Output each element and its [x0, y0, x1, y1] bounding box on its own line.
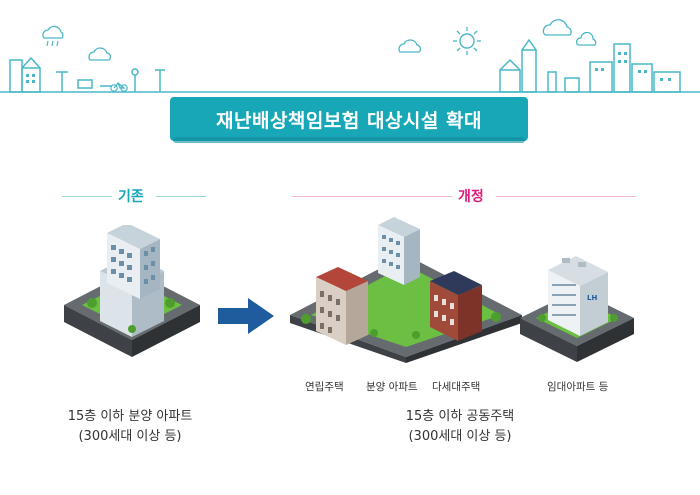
cloud-icon [88, 47, 112, 61]
caption-row-house: 연립주택 [305, 381, 344, 393]
after-housing-illustration [290, 217, 522, 363]
caption-multi-family: 다세대주택 [432, 381, 481, 393]
before-description-line2: (300세대 이상 등) [78, 429, 182, 444]
after-divider-right [496, 196, 636, 197]
before-divider-right [156, 196, 206, 197]
lh-sign: LH [587, 294, 598, 302]
after-description-line1: 15층 이하 공동주택 [405, 409, 515, 424]
caption-rental-apartment: 임대아파트 등 [547, 381, 609, 393]
title-banner [170, 97, 528, 143]
arrow-right-icon [218, 298, 274, 334]
cloud-icon [542, 19, 572, 36]
before-label: 기존 [118, 189, 144, 205]
cloud-icon [576, 32, 597, 46]
after-label: 개정 [458, 189, 484, 205]
rain-cloud-icon [42, 25, 64, 47]
before-apartment-illustration [64, 225, 200, 357]
bicycle-icon [110, 82, 128, 92]
cloud-icon [398, 39, 422, 53]
after-description-line2: (300세대 이상 등) [408, 429, 512, 444]
banner-title: 재난배상책임보험 대상시설 확대 [216, 109, 482, 132]
sun-icon [453, 27, 481, 55]
rental-apartment-illustration [520, 256, 634, 362]
before-description-line1: 15층 이하 분양 아파트 [67, 409, 193, 424]
before-divider-left [62, 196, 112, 197]
after-description: 15층 이하 공동주택 (300세대 이상 등) [370, 407, 550, 447]
caption-sale-apartment: 분양 아파트 [366, 381, 418, 393]
after-divider-left [292, 196, 452, 197]
before-description: 15층 이하 분양 아파트 (300세대 이상 등) [40, 407, 220, 447]
skyline-illustration [0, 38, 700, 93]
